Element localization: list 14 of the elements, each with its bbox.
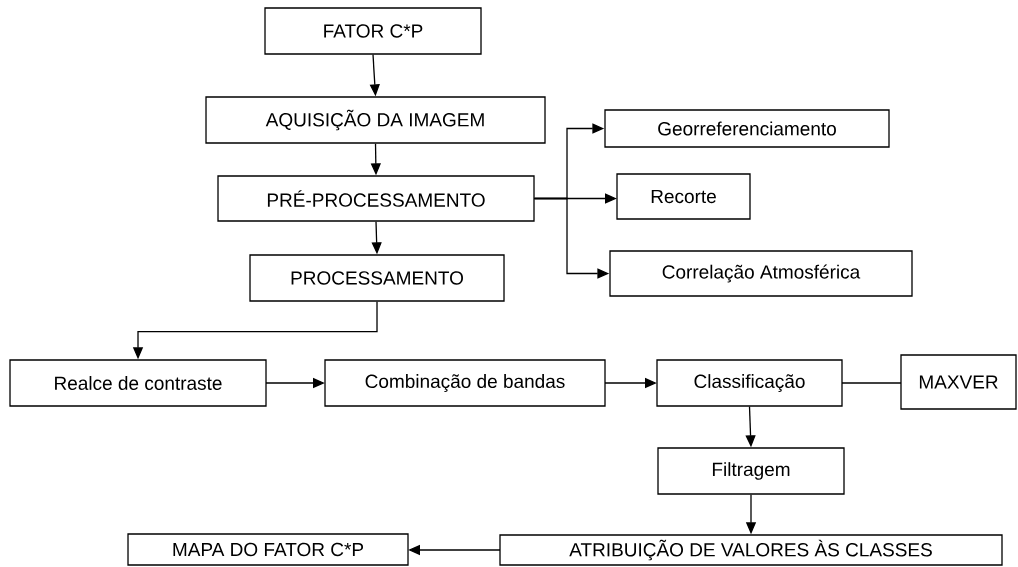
- process-box: PRÉ-PROCESSAMENTO: [217, 175, 535, 222]
- process-box: Correlação Atmosférica: [609, 250, 913, 297]
- process-box: AQUISIÇÃO DA IMAGEM: [205, 96, 546, 144]
- process-box: PROCESSAMENTO: [249, 254, 505, 302]
- process-box: FATOR C*P: [264, 7, 482, 55]
- process-box: Georreferenciamento: [604, 109, 890, 148]
- process-box: Combinação de bandas: [324, 359, 606, 407]
- process-box: MAXVER: [900, 354, 1017, 410]
- process-box: Recorte: [616, 173, 751, 220]
- process-box: Filtragem: [657, 447, 845, 495]
- process-box: Realce de contraste: [9, 359, 267, 407]
- process-box: Classificação: [656, 359, 843, 407]
- process-box: MAPA DO FATOR C*P: [127, 533, 409, 566]
- process-box: ATRIBUIÇÃO DE VALORES ÀS CLASSES: [499, 534, 1003, 566]
